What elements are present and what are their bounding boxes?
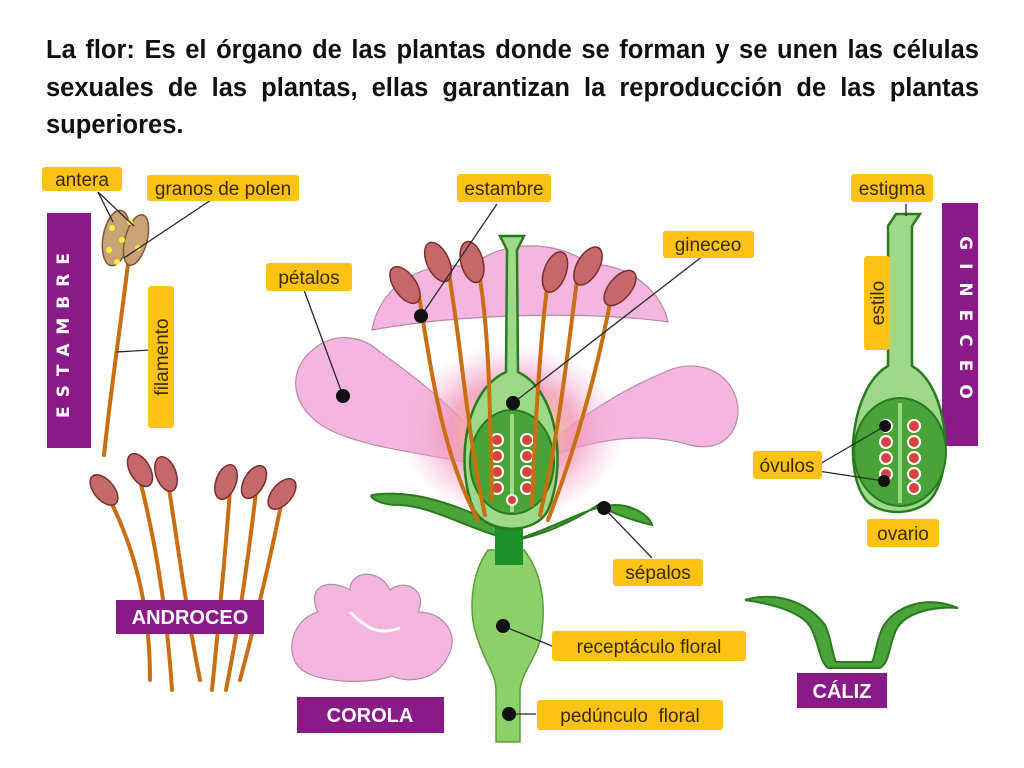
gineceo-title-box	[942, 203, 978, 446]
caliz-title: CÁLIZ	[813, 680, 872, 703]
estambre-title: ESTAMBRE	[54, 244, 74, 418]
svg-text:filamento: filamento	[152, 318, 173, 395]
svg-text:sépalos: sépalos	[625, 563, 691, 584]
corola-title: COROLA	[327, 705, 414, 727]
label-ovulos: óvulos	[753, 451, 822, 479]
svg-text:estigma: estigma	[859, 179, 926, 200]
label-receptaculo-floral: receptáculo floral	[552, 631, 746, 661]
svg-text:estilo: estilo	[868, 281, 889, 325]
label-antera: antera	[42, 167, 122, 191]
stamen-detail: ESTAMBRE	[47, 191, 215, 457]
svg-text:estambre: estambre	[464, 179, 543, 200]
label-petalos: pétalos	[266, 263, 352, 291]
androceo-title-box	[116, 600, 264, 634]
androecium: ANDROCEO	[89, 452, 297, 692]
label-filamento: filamento	[148, 286, 174, 428]
label-pedunculo-floral: pedúnculo floral	[537, 700, 723, 730]
label-estambre: estambre	[457, 174, 551, 202]
svg-text:ovario: ovario	[877, 524, 929, 545]
svg-text:receptáculo floral: receptáculo floral	[577, 637, 722, 658]
calyx: CÁLIZ	[744, 595, 959, 708]
caliz-title-box	[797, 673, 887, 708]
svg-text:antera: antera	[55, 170, 109, 191]
svg-text:pétalos: pétalos	[278, 268, 339, 289]
svg-text:pedúnculo floral: pedúnculo floral	[560, 706, 699, 727]
androceo-title: ANDROCEO	[132, 607, 249, 629]
corola-title-box	[297, 697, 444, 733]
label-gineceo: gineceo	[663, 231, 754, 258]
svg-text:granos de polen: granos de polen	[155, 179, 291, 200]
corolla: COROLA	[291, 573, 453, 733]
ovules-main	[490, 433, 534, 506]
label-estigma: estigma	[851, 174, 933, 202]
label-estilo: estilo	[864, 256, 890, 350]
intro-text: La flor: Es el órgano de las plantas don…	[46, 36, 979, 139]
gineceo-title: GINECEO	[955, 236, 975, 412]
estambre-title-box	[47, 213, 91, 448]
svg-text:gineceo: gineceo	[675, 235, 742, 256]
main-leaders	[303, 203, 709, 721]
label-ovario: ovario	[867, 519, 939, 547]
main-flower	[295, 234, 739, 743]
label-granos-de-polen: granos de polen	[147, 175, 299, 201]
svg-text:óvulos: óvulos	[760, 456, 815, 477]
pistil-detail: GINECEO	[817, 203, 978, 514]
label-sepalos: sépalos	[613, 559, 703, 586]
